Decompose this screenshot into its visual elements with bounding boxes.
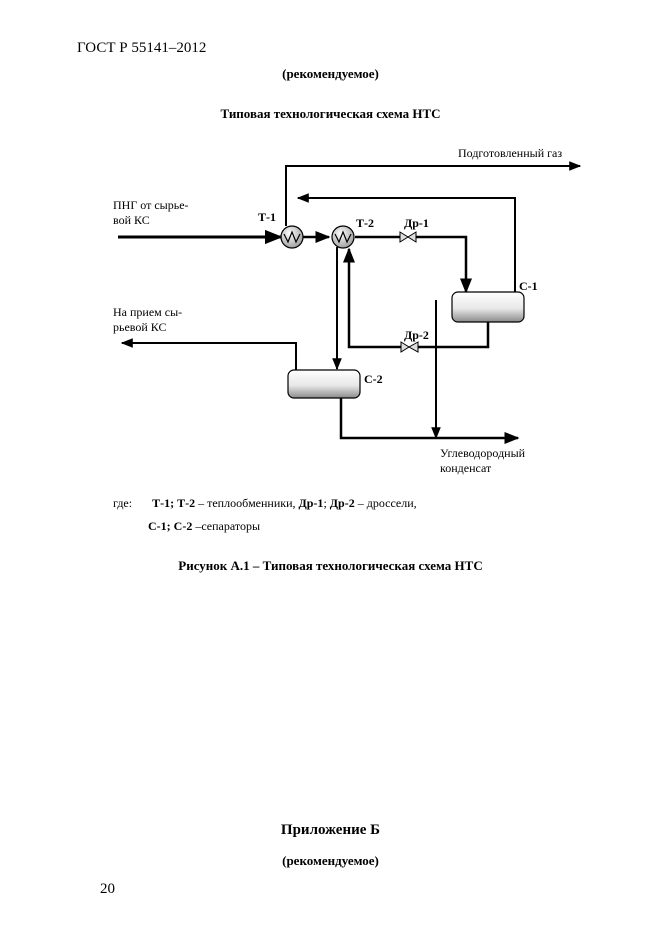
page-number: 20 [100,881,115,897]
legend-heat-exchangers-codes: Т-1; Т-2 [152,496,196,510]
legend-separators-text: –сепараторы [192,519,261,533]
condensate-pipe [339,397,520,444]
legend-heat-exchangers-text: – теплообменники, [195,496,299,510]
legend-line-2: С-1; С-2 –сепараторы [148,519,260,534]
separator-c2 [287,369,361,399]
figure-heading: Типовая технологическая схема НТС [220,106,441,121]
condensate-label-line1: Углеводородный [440,446,526,460]
png-label-line1: ПНГ от сырье- [113,198,189,212]
dr1-label: Др-1 [404,216,429,230]
intake-label-line1: На прием сы- [113,305,183,319]
heat-exchanger-t1 [280,225,304,249]
t1-label: Т-1 [258,210,276,224]
legend-line-1: где: Т-1; Т-2 – теплообменники, Др-1; Др… [113,496,417,511]
intake-label-line2: рьевой КС [113,320,167,334]
prepared-gas-label: Подготовленный газ [458,146,563,160]
throttle-valve-dr2 [400,341,419,353]
legend-where: где: [113,496,133,510]
throttle-valve-dr1 [399,231,417,243]
dr1-c1-pipe [416,235,472,294]
document-code: ГОСТ Р 55141–2012 [77,40,207,56]
annex-status: (рекомендуемое) [282,66,379,81]
figure-caption: Рисунок А.1 – Типовая технологическая сх… [178,558,483,573]
png-label-line2: вой КС [113,213,150,227]
condensate-label-line2: конденсат [440,461,492,475]
t2-label: Т-2 [356,216,374,230]
c2-label: С-2 [364,372,383,386]
heat-exchanger-t2 [331,225,355,249]
c1-label: С-1 [519,279,538,293]
legend-dr2-code: Др-2 [329,496,355,510]
legend-separators-codes: С-1; С-2 [148,519,193,533]
c2-recycle-pipe [120,338,297,371]
dr2-label: Др-2 [404,328,429,342]
c1-dr2-pipe [418,322,490,349]
legend-separator-char: ; [323,496,330,510]
legend-dr1-code: Др-1 [298,496,324,510]
prepared-gas-pipe [285,161,582,226]
legend-throttles-text: – дроссели, [354,496,417,510]
c1-gas-return-pipe [296,193,516,292]
dr2-t2-pipe [343,247,401,349]
separator-c1 [451,291,525,323]
appendix-title: Приложение Б [280,822,381,838]
appendix-status: (рекомендуемое) [282,853,379,868]
